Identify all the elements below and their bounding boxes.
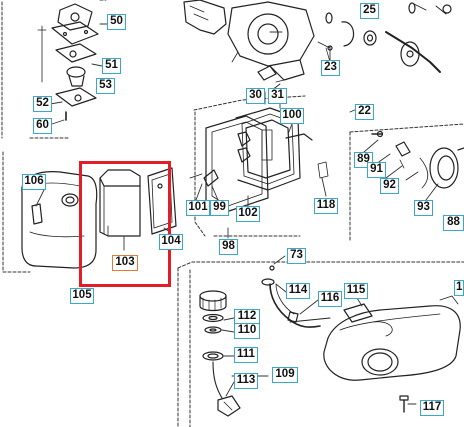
callout-52[interactable]: 52 — [33, 96, 52, 112]
callout-100[interactable]: 100 — [280, 108, 304, 124]
callout-25[interactable]: 25 — [360, 3, 379, 19]
callout-50[interactable]: 50 — [107, 14, 126, 30]
fuel-cap-assembly — [199, 290, 241, 417]
filter-gasket — [147, 167, 177, 235]
callout-1[interactable]: 1 — [454, 280, 464, 296]
callout-23[interactable]: 23 — [321, 60, 340, 76]
callout-113[interactable]: 113 — [234, 373, 258, 389]
fuel-lines — [261, 265, 331, 328]
callout-106[interactable]: 106 — [22, 174, 46, 190]
callout-114[interactable]: 114 — [286, 283, 310, 299]
muffler — [21, 171, 98, 269]
crankshaft-parts — [325, 2, 452, 73]
callout-111[interactable]: 111 — [234, 347, 258, 363]
callout-115[interactable]: 115 — [344, 283, 368, 299]
callout-104[interactable]: 104 — [159, 234, 183, 250]
callout-98[interactable]: 98 — [219, 239, 238, 255]
callout-105[interactable]: 105 — [70, 288, 94, 304]
callout-110[interactable]: 110 — [234, 323, 260, 339]
callout-116[interactable]: 116 — [318, 291, 342, 307]
callout-30[interactable]: 30 — [246, 88, 265, 104]
air-filter-element — [99, 169, 141, 237]
callout-22[interactable]: 22 — [355, 104, 374, 120]
callout-53[interactable]: 53 — [96, 78, 115, 94]
callout-31[interactable]: 31 — [268, 88, 287, 104]
fuel-tank — [323, 295, 461, 381]
callout-109[interactable]: 109 — [272, 367, 298, 383]
callout-88[interactable]: 88 — [443, 215, 464, 231]
callout-103[interactable]: 103 — [112, 255, 138, 271]
callout-73[interactable]: 73 — [287, 248, 306, 264]
callout-117[interactable]: 117 — [420, 400, 444, 416]
recoil-starter-parts — [371, 130, 464, 189]
callout-102[interactable]: 102 — [236, 206, 260, 222]
air-filter-housing — [189, 107, 329, 213]
engine-block — [183, 0, 315, 81]
bolt — [399, 395, 409, 413]
callout-93[interactable]: 93 — [414, 200, 433, 216]
callout-118[interactable]: 118 — [314, 198, 338, 214]
callout-101[interactable]: 101 — [186, 200, 210, 216]
callout-112[interactable]: 112 — [234, 309, 260, 325]
callout-60[interactable]: 60 — [33, 118, 52, 134]
callout-91[interactable]: 91 — [367, 162, 386, 178]
callout-51[interactable]: 51 — [102, 58, 121, 74]
callout-99[interactable]: 99 — [210, 200, 229, 216]
carburetor-parts — [37, 3, 99, 121]
callout-92[interactable]: 92 — [380, 178, 399, 194]
